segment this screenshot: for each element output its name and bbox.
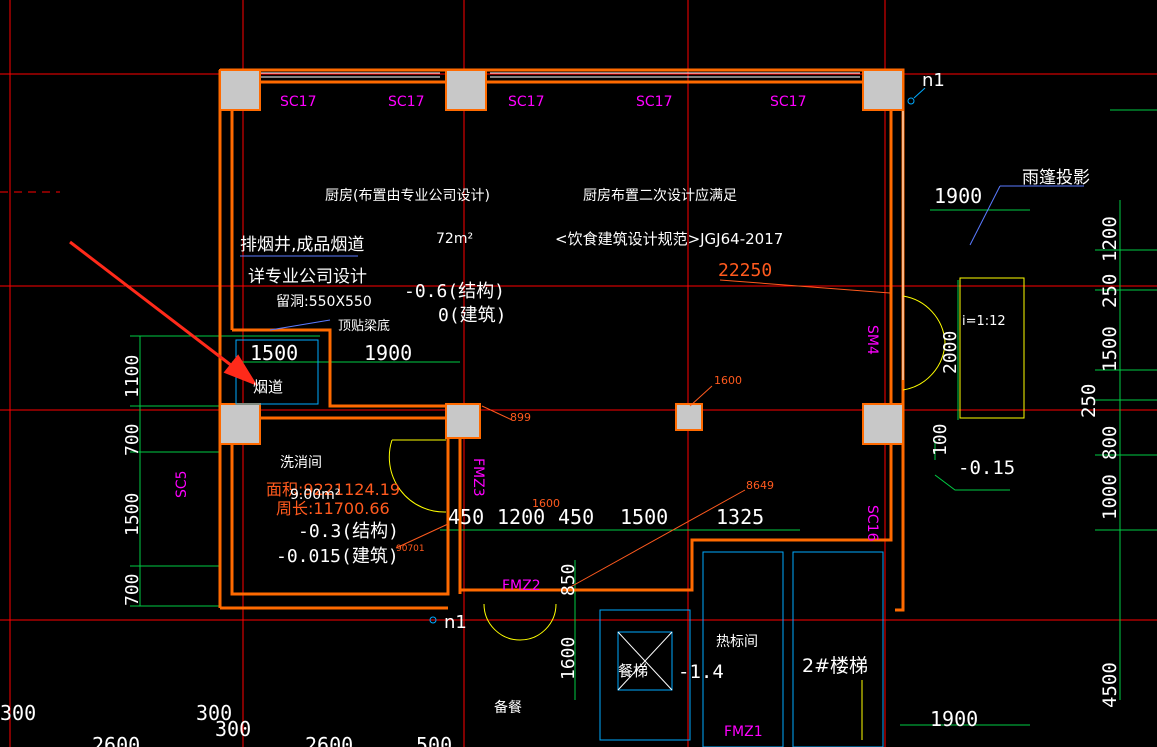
flue-detail: 详专业公司设计	[248, 267, 367, 287]
wash-room-area: 面积:9221124.19	[266, 480, 400, 499]
dim-right: 250	[1078, 384, 1100, 418]
dim-1900: 1900	[364, 341, 412, 365]
dimension-lines	[130, 109, 1157, 726]
level-minus-015: -0.15	[958, 457, 1015, 479]
columns	[219, 69, 904, 445]
ramp-slope: i=1:12	[962, 314, 1006, 329]
dim-left: 1100	[122, 355, 143, 398]
dim-left: 700	[122, 573, 143, 606]
dim-bottom: 1500	[620, 505, 668, 529]
wash-room-area-overlay: 9.00m²	[290, 487, 340, 503]
flue-hole: 留洞:550X550	[276, 294, 372, 310]
kitchen-level-arch: 0(建筑)	[438, 305, 507, 326]
dim-left: 1500	[122, 493, 143, 536]
dim-22250: 22250	[718, 260, 772, 281]
kitchen-area: 72m²	[436, 231, 473, 247]
canopy-leader	[269, 185, 1084, 331]
window-labels: SC17 SC17 SC17 SC17 SC17 SC5 SC16 SM4	[174, 94, 880, 542]
dim-1600-v: 1600	[558, 637, 579, 680]
window-tag: SC17	[636, 94, 672, 110]
dim-right: 4500	[1099, 662, 1121, 708]
window-tag: SC17	[280, 94, 316, 110]
axis-label-n1: n1	[922, 70, 945, 91]
leader-lines	[395, 279, 891, 591]
dim-2000: 2000	[940, 331, 961, 374]
dim-bl: 2600	[92, 733, 140, 747]
bottom-left-dims: 300 300 300 2600 2600 500	[0, 701, 452, 747]
window-tag: SM4	[864, 325, 880, 355]
flue-title: 排烟井,成品烟道	[240, 235, 364, 255]
serving-label: 备餐	[494, 699, 522, 716]
right-vertical-dims: 1200 250 1500 250 800 1000 4500	[1078, 216, 1121, 708]
elevator-level: -1.4	[678, 661, 724, 683]
dim-bottom: 450	[448, 505, 484, 529]
inner-lines	[235, 277, 1025, 747]
dim-bl: 500	[416, 733, 452, 747]
dim-bl: 2600	[305, 733, 353, 747]
kitchen-name: 厨房(布置由专业公司设计)	[325, 188, 490, 204]
hot-room-label: 热标间	[716, 634, 758, 650]
door-tag-fmz2: FMZ2	[502, 578, 541, 594]
axis-label-n1: n1	[444, 612, 467, 633]
dim-right: 1000	[1099, 474, 1121, 520]
doors	[388, 295, 946, 740]
annotation-arrow	[69, 240, 258, 387]
left-vertical-dims: 1100 700 1500 700	[122, 355, 143, 606]
flue-label: 烟道	[253, 378, 283, 396]
label-899: 899	[510, 411, 531, 424]
window-tag: SC5	[174, 470, 190, 498]
canopy-label: 雨篷投影	[1022, 168, 1090, 188]
kitchen-note-line2: <饮食建筑设计规范>JGJ64-2017	[555, 230, 783, 248]
window-tag: SC16	[864, 505, 880, 542]
dim-1900-top: 1900	[934, 184, 982, 208]
axis-mark-n1-top: n1	[907, 70, 945, 105]
flue-top: 顶贴梁底	[338, 318, 390, 334]
door-tag-fmz1: FMZ1	[724, 724, 763, 740]
dim-left: 700	[122, 423, 143, 456]
dim-bl: 300	[0, 701, 36, 725]
dim-850: 850	[558, 563, 579, 596]
stair-label: 2#楼梯	[802, 655, 868, 677]
dim-bottom: 1325	[716, 505, 764, 529]
dim-right: 800	[1099, 426, 1121, 460]
kitchen-level-struct: -0.6(结构)	[404, 281, 505, 302]
dim-right: 250	[1099, 274, 1121, 308]
bottom-dim-row: 450 1200 450 1500 1325	[448, 505, 764, 529]
dim-bottom: 450	[558, 505, 594, 529]
wash-room-level-arch: -0.015(建筑)	[276, 546, 399, 567]
window-tag: SC17	[508, 94, 544, 110]
dim-bl: 300	[196, 701, 232, 725]
dim-1500: 1500	[250, 341, 298, 365]
label-8649: 8649	[746, 479, 774, 492]
wash-room-level-struct: -0.3(结构)	[298, 521, 399, 542]
dim-bottom: 1200	[497, 505, 545, 529]
window-tag: SC17	[388, 94, 424, 110]
dim-right: 1200	[1099, 216, 1121, 262]
dim-100: 100	[930, 423, 951, 456]
label-1600b: 1600	[532, 497, 560, 510]
dim-1900-bottom: 1900	[930, 707, 978, 731]
elevator-label: 餐梯	[618, 662, 648, 680]
window-strip	[260, 72, 904, 380]
kitchen-note-line1: 厨房布置二次设计应满足	[583, 187, 737, 204]
dim-bl: 300	[215, 717, 251, 741]
wash-room-perimeter: 周长:11700.66	[276, 499, 390, 518]
window-tag: SC17	[770, 94, 806, 110]
axis-mark-n1-bottom: n1	[429, 612, 467, 633]
wash-room-name: 洗消间	[280, 455, 322, 471]
wash-room-tag: 90701	[396, 544, 425, 554]
dim-right: 1500	[1099, 326, 1121, 372]
door-tag-fmz3: FMZ3	[470, 458, 486, 497]
label-1600: 1600	[714, 374, 742, 387]
